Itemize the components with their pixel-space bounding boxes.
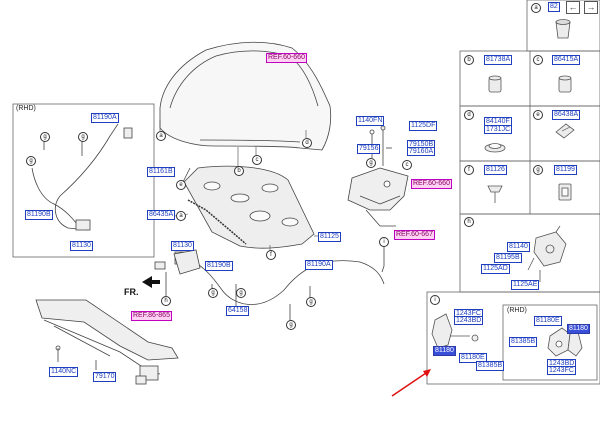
bumper-stop-icon	[558, 75, 572, 93]
callout-g-hinge: g	[366, 158, 376, 168]
hinge-assembly	[347, 125, 409, 227]
part-81190B-rhd[interactable]: 81190B	[25, 210, 53, 220]
callout-b-hood: b	[234, 166, 244, 176]
callout-g-cable-3: g	[306, 297, 316, 307]
part-1140NC[interactable]: 1140NC	[49, 367, 79, 377]
callout-a-hood: a	[156, 131, 166, 141]
callout-g-rhd-2: g	[78, 132, 88, 142]
part-81125[interactable]: 81125	[318, 232, 341, 242]
callout-i: i	[430, 295, 440, 305]
rhd-title-i: (RHD)	[507, 307, 527, 314]
crossmember-bolts	[55, 345, 97, 370]
ref-86-865[interactable]: REF.86-865	[131, 311, 172, 321]
clip-icon	[555, 123, 575, 139]
release-cable	[185, 257, 385, 305]
part-81385B-left[interactable]: 81385B	[476, 361, 505, 371]
push-clip-icon	[487, 185, 503, 203]
rhd-cable-2	[31, 167, 81, 229]
callout-e-inner: e	[176, 180, 186, 190]
hood-latch-assembly-left	[431, 313, 479, 349]
part-1140FN[interactable]: 1140FN	[356, 116, 385, 126]
part-1243BD-a[interactable]: 1243BD	[454, 316, 484, 325]
hood-callout-lines	[159, 120, 307, 166]
rhd-cable	[54, 123, 119, 231]
callout-a: a	[531, 3, 541, 13]
callout-g-cable-4: g	[286, 320, 296, 330]
callout-f-inner: f	[266, 250, 276, 260]
callout-a-inner: a	[176, 211, 186, 221]
callout-d-hood: d	[302, 138, 312, 148]
lower-latch-bracket	[173, 249, 237, 314]
part-81195B[interactable]: 81195B	[494, 253, 522, 263]
front-direction-arrow	[142, 276, 152, 288]
weatherstrip	[187, 199, 247, 245]
part-81126[interactable]: 81126	[484, 165, 507, 175]
callout-c-hood: c	[252, 155, 262, 165]
part-81180-highlight-left[interactable]: 81180	[433, 346, 456, 356]
part-81738A[interactable]: 81738A	[484, 55, 513, 65]
part-79170[interactable]: 79170	[93, 372, 117, 382]
part-86435A[interactable]: 86435A	[147, 210, 176, 220]
ref-60-660-hinge[interactable]: REF.60-660	[411, 179, 452, 189]
bumper-stop-icon	[488, 75, 502, 93]
front-direction-label: FR.	[124, 287, 139, 297]
part-1125AD[interactable]: 1125AD	[481, 264, 510, 274]
prev-page-button[interactable]: ←	[566, 1, 580, 14]
ref-60-667[interactable]: REF.60-667	[394, 230, 435, 240]
part-1731JC[interactable]: 1731JC	[484, 125, 513, 134]
callout-g-cable-1: g	[208, 288, 218, 298]
part-81190A[interactable]: 81190A	[305, 260, 333, 270]
callout-b: b	[464, 55, 474, 65]
bracket-clip-icon	[558, 183, 572, 201]
part-81130-rhd[interactable]: 81130	[70, 241, 93, 251]
part-81180E-left[interactable]: 81180E	[459, 353, 487, 363]
part-79156[interactable]: 79156	[357, 144, 381, 154]
callout-g-rhd-3: g	[26, 156, 36, 166]
front-crossmember	[35, 299, 179, 385]
callout-g-cable-2: g	[236, 288, 246, 298]
page-number: 82	[548, 2, 560, 12]
part-81140[interactable]: 81140	[507, 242, 530, 252]
parts-grid	[426, 0, 600, 385]
rhd-panel-frame	[12, 103, 155, 258]
part-86415A[interactable]: 86415A	[552, 55, 581, 65]
callout-h-cable: h	[161, 296, 171, 306]
callout-e: e	[533, 110, 543, 120]
part-81190A-rhd[interactable]: 81190A	[91, 113, 119, 123]
part-86438A[interactable]: 86438A	[552, 110, 581, 120]
part-81199[interactable]: 81199	[554, 165, 577, 175]
pointer-arrowhead	[423, 369, 431, 377]
part-81385B-right[interactable]: 81385B	[509, 337, 538, 347]
part-81190B[interactable]: 81190B	[205, 261, 233, 271]
round-plug-icon	[484, 143, 506, 153]
part-81180E-right[interactable]: 81180E	[534, 316, 562, 326]
callout-g-rhd-1: g	[40, 132, 50, 142]
callout-g: g	[533, 165, 543, 175]
callout-h: h	[464, 217, 474, 227]
part-1125DF[interactable]: 1125DF	[409, 121, 438, 131]
pointer-arrow	[391, 370, 430, 397]
front-direction-arrow-shaft	[152, 280, 160, 284]
callout-f: f	[464, 165, 474, 175]
part-64158[interactable]: 64158	[226, 306, 250, 316]
rhd-title: (RHD)	[16, 105, 36, 112]
hood-latch-assembly-right	[547, 327, 583, 357]
latch-assembly-h	[527, 225, 567, 282]
ref-60-660-hood[interactable]: REF.60-660	[266, 53, 307, 63]
part-1243FC-b[interactable]: 1243FC	[547, 366, 576, 375]
part-79160A[interactable]: 79160A	[407, 147, 436, 156]
callout-i-hinge: i	[379, 237, 389, 247]
part-81130[interactable]: 81130	[171, 241, 194, 251]
callout-d: d	[464, 110, 474, 120]
callout-c-hinge: c	[402, 160, 412, 170]
part-1125AE[interactable]: 1125AE	[511, 280, 540, 290]
part-81180-highlight-right[interactable]: 81180	[567, 324, 590, 334]
callout-c: c	[533, 55, 543, 65]
hood-inner-panel	[183, 165, 315, 249]
hood-panel	[159, 41, 332, 151]
part-81161B[interactable]: 81161B	[147, 167, 175, 177]
next-page-button[interactable]: →	[584, 1, 598, 14]
grommet-icon	[555, 19, 571, 39]
